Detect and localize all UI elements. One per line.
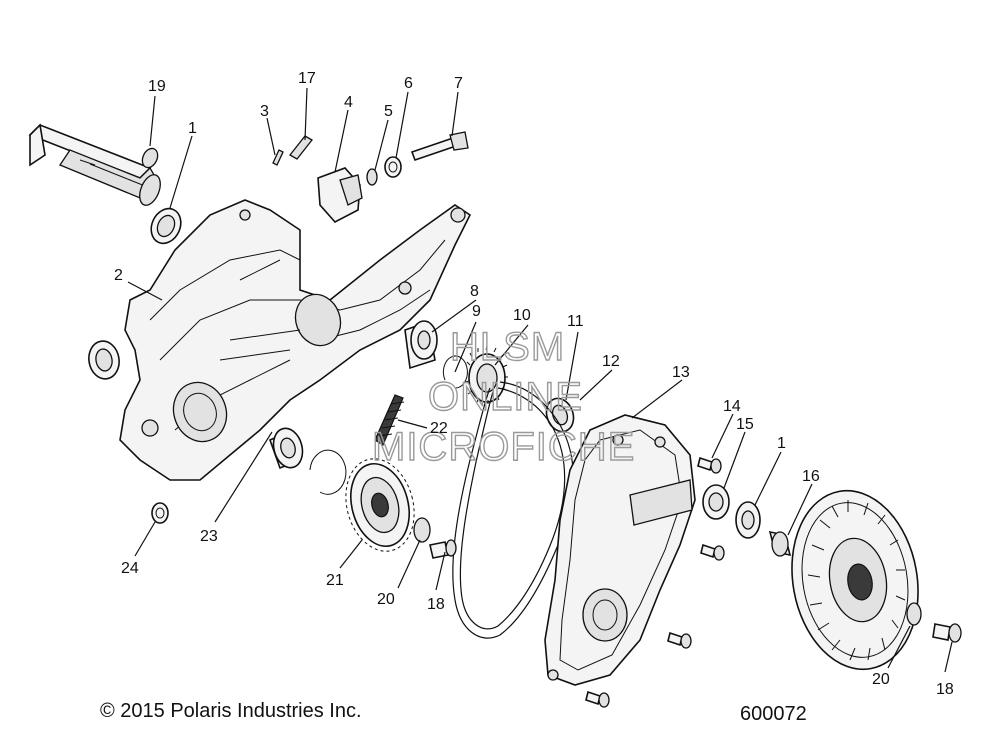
callout-8: 8 <box>470 283 479 300</box>
callout-14: 14 <box>723 398 741 415</box>
sprocket-21 <box>345 458 415 552</box>
oil-seal-left <box>88 340 120 380</box>
nut-6 <box>384 156 402 178</box>
bearing-23 <box>268 427 304 470</box>
drive-chain-12 <box>452 381 574 639</box>
snap-ring-21 <box>309 449 347 495</box>
snap-ring-9 <box>442 355 468 389</box>
washer-5 <box>366 168 378 186</box>
callout-20-right: 20 <box>872 671 890 688</box>
callout-5: 5 <box>384 103 393 120</box>
seal-15 <box>702 484 730 520</box>
callout-3: 3 <box>260 103 269 120</box>
bolt-cover-low <box>667 631 692 649</box>
tensioner-spring-22 <box>374 394 405 446</box>
bolt-18-left <box>429 539 457 559</box>
leader-lines <box>127 87 953 673</box>
callout-4: 4 <box>344 94 353 111</box>
chaincase-housing <box>119 199 472 481</box>
watermark: HLSM ONLINE MICROFICHE <box>371 324 635 469</box>
callout-24: 24 <box>121 560 139 577</box>
callout-12: 12 <box>602 353 620 370</box>
axle-shaft <box>28 123 161 206</box>
callout-9: 9 <box>472 303 481 320</box>
callout-1-right: 1 <box>777 435 786 452</box>
callout-13: 13 <box>672 364 690 381</box>
bolt-cover-bottom <box>585 690 610 708</box>
callout-20-left: 20 <box>377 591 395 608</box>
washer-20-left <box>413 517 431 543</box>
washer-20-right <box>906 602 922 626</box>
pin-3 <box>272 149 284 166</box>
callout-18-left: 18 <box>427 596 445 613</box>
bolt-7 <box>410 131 469 162</box>
watermark-line1: HLSM <box>450 325 565 369</box>
nut-24 <box>151 502 169 524</box>
bolt-14 <box>697 456 722 474</box>
bearing-8 <box>404 320 438 370</box>
bearing-1-right <box>735 501 761 539</box>
watermark-line3: MICROFICHE <box>372 425 635 469</box>
callout-10: 10 <box>513 307 531 324</box>
callout-1-top: 1 <box>188 120 197 137</box>
callout-11: 11 <box>567 313 584 330</box>
callout-15: 15 <box>736 416 754 433</box>
diagram-number: 600072 <box>740 703 807 725</box>
brake-disc <box>791 489 919 671</box>
bolt-18-right <box>932 623 962 643</box>
chaincase-cover-13 <box>544 414 696 686</box>
callout-6: 6 <box>404 75 413 92</box>
callout-21: 21 <box>326 572 344 589</box>
callout-labels: 19 1 17 3 4 5 6 7 2 8 9 10 11 12 13 14 1… <box>114 70 954 698</box>
snap-ring-19 <box>141 147 159 169</box>
callout-22: 22 <box>430 420 448 437</box>
bearing-1-top <box>150 207 182 245</box>
callout-16: 16 <box>802 468 820 485</box>
tensioner-block-4 <box>317 167 363 223</box>
callout-7: 7 <box>454 75 463 92</box>
sprocket-10 <box>464 345 508 404</box>
callout-19: 19 <box>148 78 166 95</box>
callout-2: 2 <box>114 267 123 284</box>
spacer-16 <box>768 530 792 557</box>
bolt-cover-mid <box>700 543 725 561</box>
copyright-text: © 2015 Polaris Industries Inc. <box>100 700 362 722</box>
callout-18-right: 18 <box>936 681 954 698</box>
watermark-line2: ONLINE <box>428 375 583 419</box>
callout-23: 23 <box>200 528 218 545</box>
pin-17 <box>289 135 313 160</box>
callout-17: 17 <box>298 70 316 87</box>
